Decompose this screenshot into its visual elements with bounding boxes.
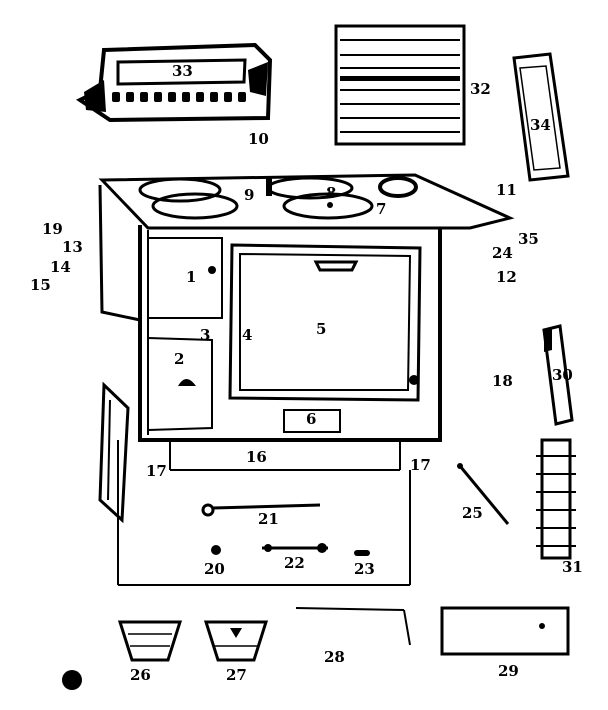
part-25 xyxy=(457,463,510,525)
part-23 xyxy=(354,550,370,556)
label-15: 15 xyxy=(30,276,51,294)
label-31: 31 xyxy=(562,558,583,576)
part-27-ash-pan xyxy=(203,620,269,662)
label-1: 1 xyxy=(186,268,196,286)
part-33-rear-panel xyxy=(76,42,273,123)
part-30-bracket xyxy=(542,324,574,426)
part-29-panel xyxy=(440,606,570,656)
label-3: 3 xyxy=(200,326,210,344)
label-35: 35 xyxy=(518,230,539,248)
label-25: 25 xyxy=(462,504,483,522)
part-labels: 33 32 34 10 11 9 8 7 19 35 13 24 14 1 12… xyxy=(30,62,583,684)
label-9: 9 xyxy=(244,186,254,204)
label-17-left: 17 xyxy=(146,462,167,480)
side-door xyxy=(98,381,130,524)
ink-dot xyxy=(62,670,82,690)
vent-slots xyxy=(112,92,246,102)
stove-body xyxy=(98,184,442,442)
part-26-ash-pan xyxy=(117,620,183,662)
label-10: 10 xyxy=(248,130,269,148)
label-5: 5 xyxy=(316,320,326,338)
cooktop xyxy=(98,173,515,230)
part-34-narrow-panel xyxy=(512,52,570,182)
label-2: 2 xyxy=(174,350,184,368)
label-13: 13 xyxy=(62,238,83,256)
label-19: 19 xyxy=(42,220,63,238)
label-4: 4 xyxy=(242,326,252,344)
label-33: 33 xyxy=(172,62,193,80)
part-22 xyxy=(262,543,328,553)
label-30: 30 xyxy=(552,366,573,384)
label-27: 27 xyxy=(226,666,247,684)
label-32: 32 xyxy=(470,80,491,98)
label-29: 29 xyxy=(498,662,519,680)
label-26: 26 xyxy=(130,666,151,684)
part-20 xyxy=(211,545,221,555)
label-34: 34 xyxy=(530,116,551,134)
stove-base xyxy=(117,440,411,586)
label-8: 8 xyxy=(326,184,336,202)
label-24: 24 xyxy=(492,244,513,262)
label-22: 22 xyxy=(284,554,305,572)
part-28-panel xyxy=(295,607,411,646)
label-14: 14 xyxy=(50,258,71,276)
label-20: 20 xyxy=(204,560,225,578)
label-12: 12 xyxy=(496,268,517,286)
label-6: 6 xyxy=(306,410,316,428)
label-7: 7 xyxy=(376,200,386,218)
label-16: 16 xyxy=(246,448,267,466)
part-21-rod xyxy=(201,503,321,517)
part-31-grate xyxy=(536,438,576,560)
label-21: 21 xyxy=(258,510,279,528)
label-17-right: 17 xyxy=(410,456,431,474)
label-11: 11 xyxy=(496,181,517,199)
part-32-side-panel xyxy=(334,24,466,146)
label-18: 18 xyxy=(492,372,513,390)
label-23: 23 xyxy=(354,560,375,578)
label-28: 28 xyxy=(324,648,345,666)
